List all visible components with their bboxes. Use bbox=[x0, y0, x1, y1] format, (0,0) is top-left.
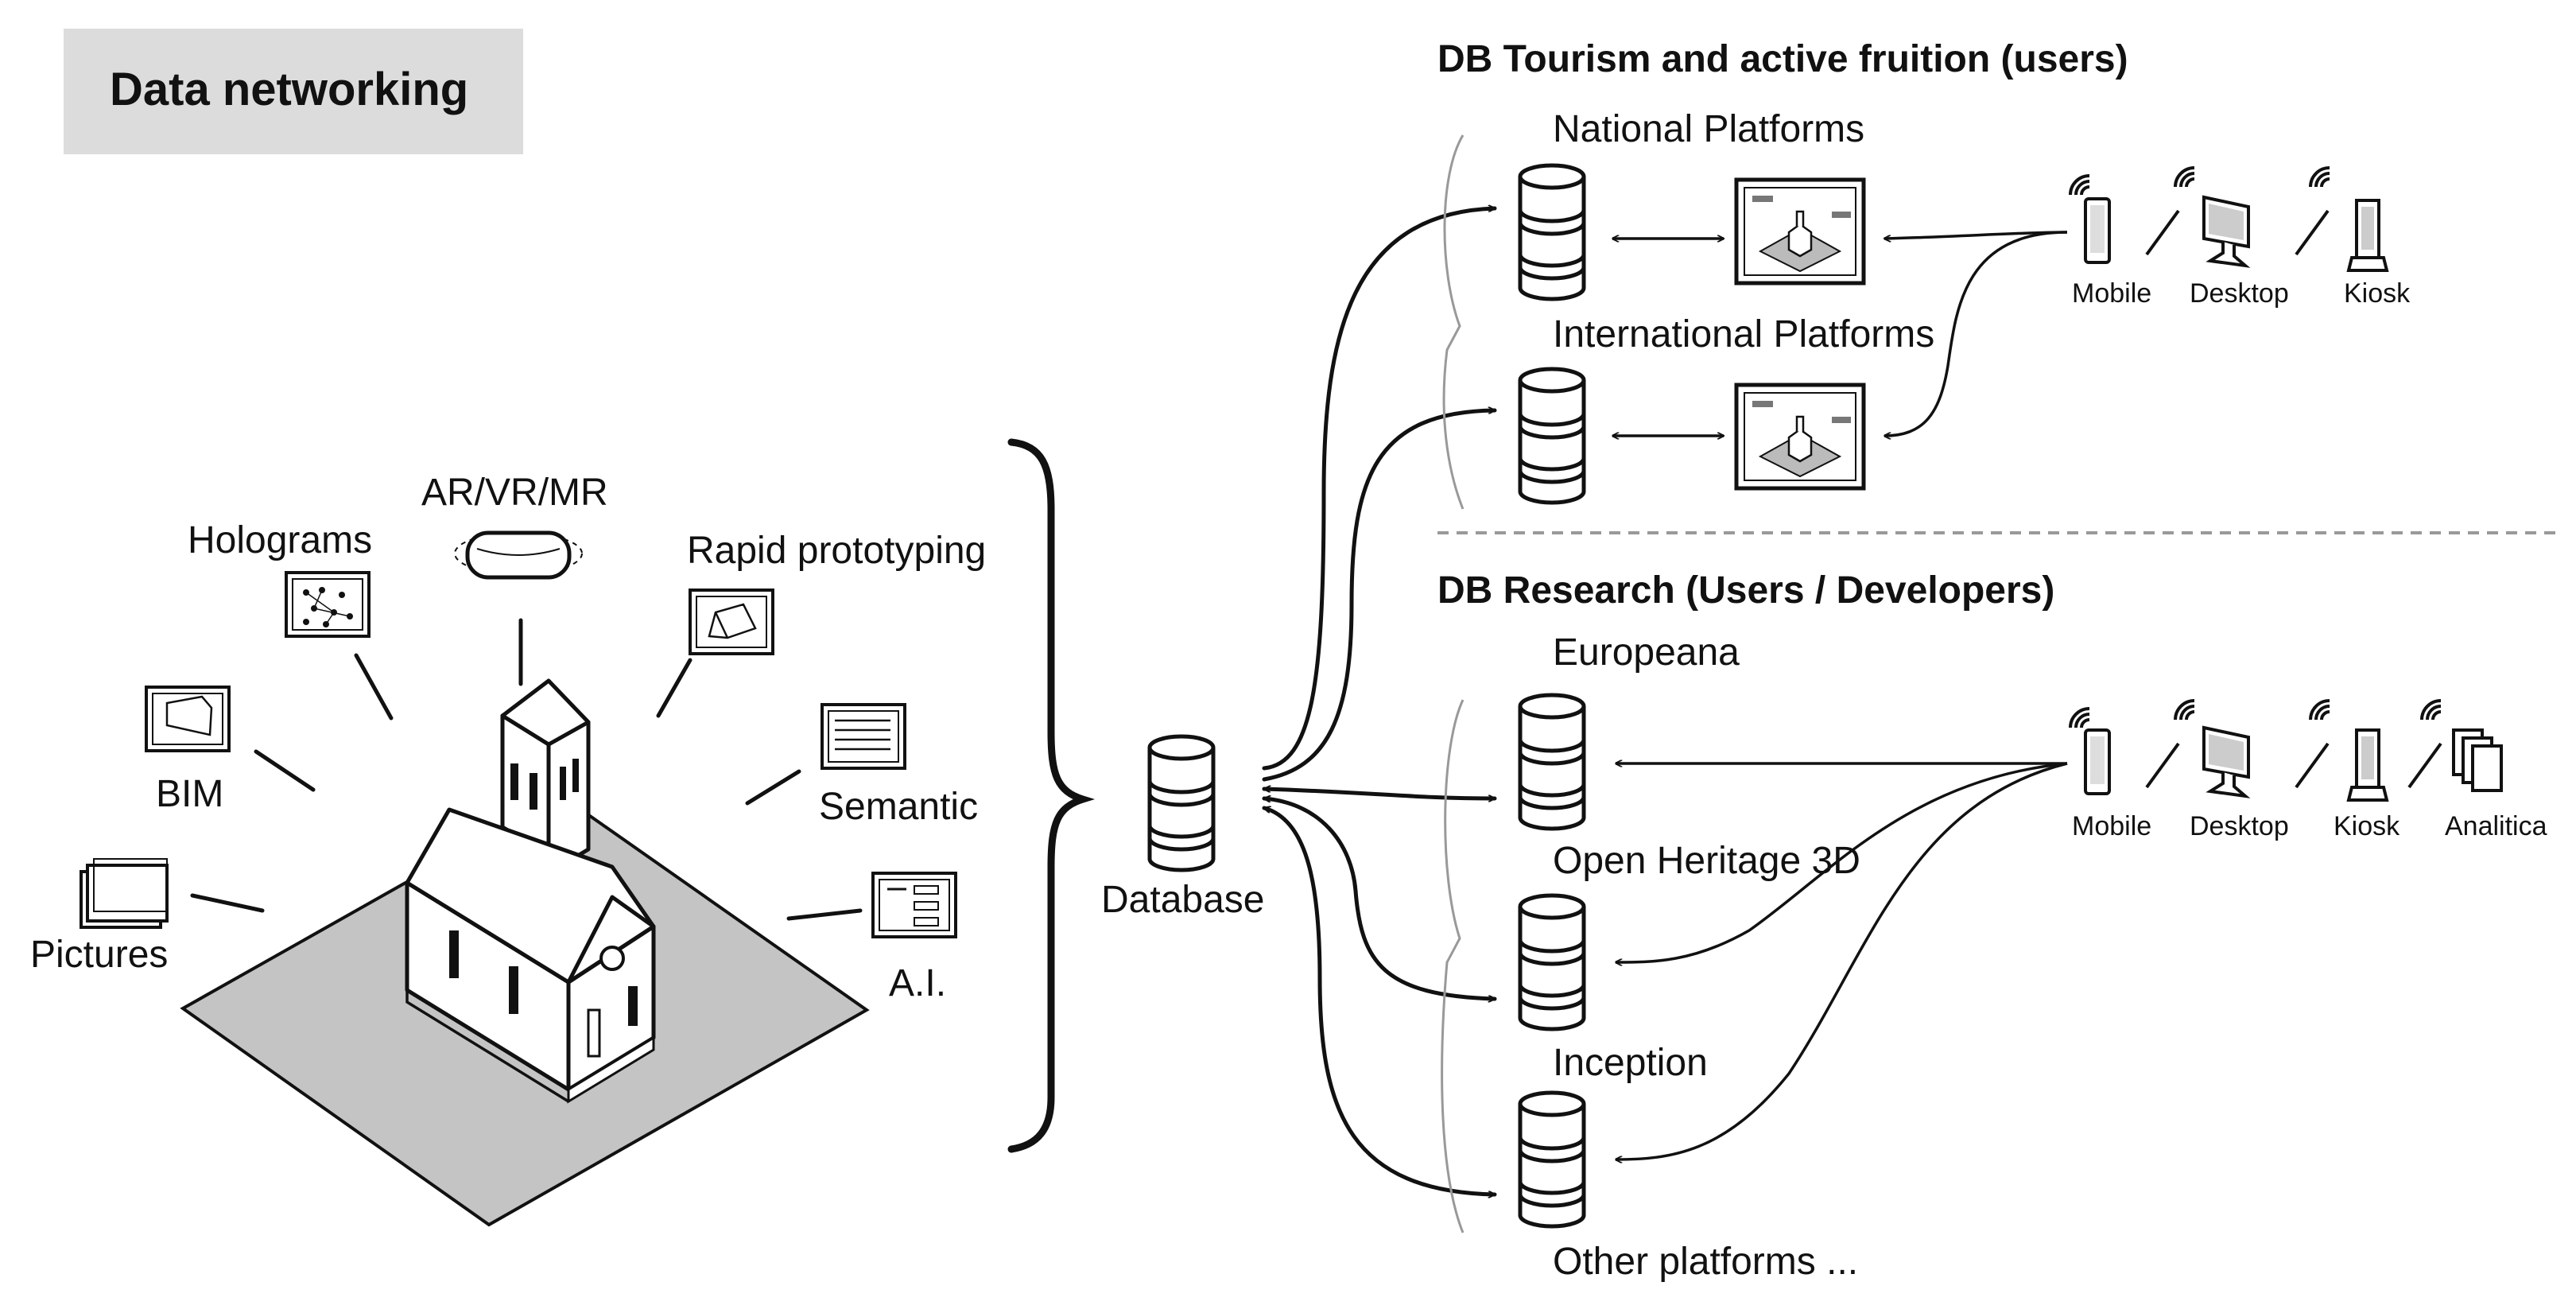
database-icon bbox=[1520, 369, 1584, 503]
platform-label: Inception bbox=[1553, 1042, 1708, 1084]
platform-label: Europeana bbox=[1553, 631, 1740, 674]
tourism-device-links bbox=[1884, 231, 2068, 436]
hologram-icon bbox=[285, 571, 370, 638]
label-rapid-prototyping: Rapid prototyping bbox=[687, 530, 986, 572]
tourism-devices bbox=[2069, 166, 2388, 272]
semantic-icon bbox=[821, 703, 906, 770]
analytics-icon bbox=[2452, 728, 2503, 792]
wifi-icon bbox=[2309, 166, 2331, 188]
device-label: Desktop bbox=[2190, 278, 2289, 309]
platform-label: Other platforms ... bbox=[1553, 1241, 1858, 1283]
tourism-bracket bbox=[1442, 134, 1465, 510]
wifi-icon bbox=[2069, 707, 2091, 729]
tourism-heading: DB Tourism and active fruition (users) bbox=[1437, 38, 2128, 80]
wifi-icon bbox=[2420, 699, 2442, 721]
platform-label: Open Heritage 3D bbox=[1553, 840, 1860, 882]
source-connectors bbox=[190, 618, 863, 921]
database-icon bbox=[1520, 695, 1584, 829]
platform-label: International Platforms bbox=[1553, 313, 1934, 355]
device-label: Mobile bbox=[2072, 811, 2151, 841]
label-ar-vr-mr: AR/VR/MR bbox=[421, 472, 608, 514]
research-device-links bbox=[1616, 763, 2068, 1160]
title-box bbox=[64, 29, 523, 154]
database-icon bbox=[1520, 895, 1584, 1029]
research-bracket bbox=[1441, 699, 1465, 1233]
desktop-icon bbox=[2202, 726, 2250, 798]
wifi-icon bbox=[2174, 166, 2196, 188]
central-database-icon bbox=[1150, 736, 1213, 870]
mobile-icon bbox=[2084, 728, 2111, 795]
research-devices bbox=[2069, 699, 2503, 802]
label-database: Database bbox=[1101, 879, 1264, 921]
device-label: Analitica bbox=[2445, 811, 2547, 841]
label-bim: BIM bbox=[156, 773, 223, 815]
label-pictures: Pictures bbox=[30, 934, 168, 976]
bim-icon bbox=[145, 686, 231, 752]
desktop-icon bbox=[2202, 196, 2250, 267]
device-label: Mobile bbox=[2072, 278, 2151, 309]
database-icon bbox=[1520, 1093, 1584, 1226]
headset-icon bbox=[454, 530, 583, 580]
web-platform-icon bbox=[1736, 385, 1864, 488]
database-icon bbox=[1520, 165, 1584, 299]
picture-icon bbox=[80, 858, 169, 929]
mobile-icon bbox=[2084, 197, 2111, 264]
grouping-brace bbox=[1007, 438, 1096, 1153]
device-label: Kiosk bbox=[2334, 811, 2400, 841]
label-semantic: Semantic bbox=[819, 786, 978, 828]
research-heading: DB Research (Users / Developers) bbox=[1437, 569, 2054, 612]
label-holograms: Holograms bbox=[188, 519, 372, 561]
device-label: Desktop bbox=[2190, 811, 2289, 841]
diagram-title: Data networking bbox=[110, 64, 468, 115]
device-label: Kiosk bbox=[2344, 278, 2411, 309]
wifi-icon bbox=[2309, 699, 2331, 721]
web-platform-icon bbox=[1736, 180, 1864, 283]
church-icon bbox=[180, 678, 870, 1227]
wifi-icon bbox=[2069, 174, 2091, 196]
kiosk-icon bbox=[2347, 199, 2388, 272]
platform-label: National Platforms bbox=[1553, 108, 1864, 150]
ai-icon bbox=[871, 872, 957, 938]
prototype-icon bbox=[689, 589, 774, 655]
wifi-icon bbox=[2174, 699, 2196, 721]
label-ai: A.I. bbox=[889, 962, 946, 1004]
database-links bbox=[1262, 208, 1497, 1195]
kiosk-icon bbox=[2347, 728, 2388, 802]
